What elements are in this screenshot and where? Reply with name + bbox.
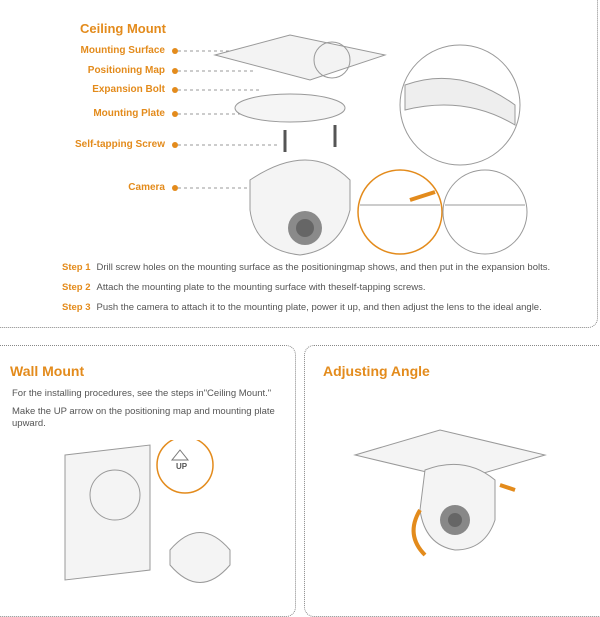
label-expansion-bolt: Expansion Bolt xyxy=(92,84,165,95)
up-label: UP xyxy=(176,462,188,471)
wall-instruction-2: Make the UP arrow on the positioning map… xyxy=(12,406,275,429)
adjusting-angle-illustration xyxy=(353,429,547,557)
marker-dot xyxy=(172,68,178,74)
label-mounting-plate: Mounting Plate xyxy=(93,108,165,119)
label-positioning-map: Positioning Map xyxy=(87,65,165,76)
marker-dot xyxy=(172,111,178,117)
ceiling-mount-title: Ceiling Mount xyxy=(80,21,166,36)
label-mounting-surface: Mounting Surface xyxy=(80,45,165,56)
marker-dot xyxy=(172,142,178,148)
label-camera: Camera xyxy=(128,182,165,193)
adjusting-angle-title: Adjusting Angle xyxy=(323,363,430,379)
wall-mount-illustration xyxy=(64,440,231,583)
label-self-tapping-screw: Self-tapping Screw xyxy=(74,139,165,150)
marker-dot xyxy=(172,185,178,191)
ceiling-mount-illustration xyxy=(178,34,528,256)
wall-instruction-1: For the installing procedures, see the s… xyxy=(12,388,272,399)
wall-mount-title: Wall Mount xyxy=(10,363,85,379)
ceiling-mount-panel xyxy=(0,0,598,328)
marker-dot xyxy=(172,48,178,54)
marker-dot xyxy=(172,87,178,93)
wall-instructions: For the installing procedures, see the s… xyxy=(12,388,294,436)
